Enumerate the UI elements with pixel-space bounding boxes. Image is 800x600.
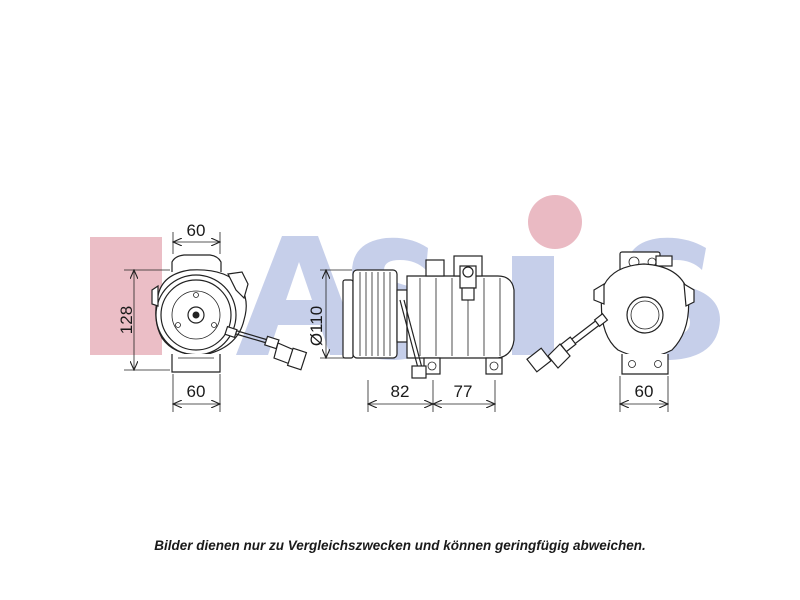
- side-dimensions: Ø110 82 77: [307, 270, 495, 412]
- front-bottom-width-label: 60: [187, 382, 206, 401]
- watermark-letter-a: [236, 236, 362, 355]
- front-view: [151, 254, 308, 373]
- watermark-letter-i: [512, 256, 554, 355]
- front-dimensions: 60 128 60: [117, 221, 220, 412]
- watermark-red-block: [90, 237, 162, 355]
- rear-dimensions: 60: [620, 376, 668, 412]
- front-top-width-label: 60: [187, 221, 206, 240]
- side-length-right-label: 77: [454, 382, 473, 401]
- watermark-dot: [528, 195, 582, 249]
- disclaimer-caption: Bilder dienen nur zu Vergleichszwecken u…: [154, 538, 646, 553]
- side-length-left-label: 82: [391, 382, 410, 401]
- side-view: [342, 255, 515, 379]
- front-height-label: 128: [117, 306, 136, 334]
- rear-view: [526, 251, 695, 375]
- rear-bottom-width-label: 60: [635, 382, 654, 401]
- side-diameter-label: Ø110: [307, 306, 326, 346]
